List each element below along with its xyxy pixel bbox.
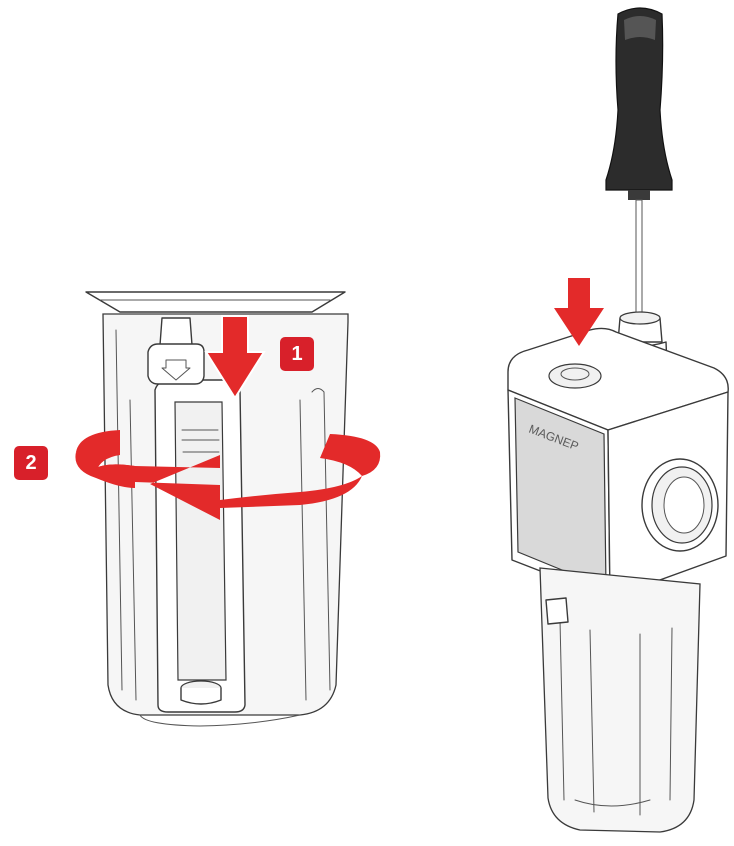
rotate-arrow-icon (96, 455, 362, 520)
sight-glass (174, 401, 227, 681)
screwdriver-shaft (635, 199, 643, 319)
step-badge-2: 2 (14, 446, 48, 480)
lock-button (159, 317, 193, 346)
down-arrow-icon (161, 359, 191, 381)
step1-down-arrow-icon (204, 315, 266, 400)
step1-down-arrow-right-icon (554, 278, 604, 346)
gauge-port (548, 363, 602, 389)
rotate-arrow-back-right (320, 434, 381, 476)
regulator-assembly (507, 7, 729, 833)
regulator-top (507, 327, 729, 431)
step-badge-1: 1 (280, 337, 314, 371)
screwdriver-handle (605, 7, 673, 191)
screwdriver-icon (605, 7, 673, 319)
lower-bowl (539, 567, 701, 833)
bowl-top-flange (85, 291, 346, 313)
filter-bowl-closeup (85, 291, 349, 727)
